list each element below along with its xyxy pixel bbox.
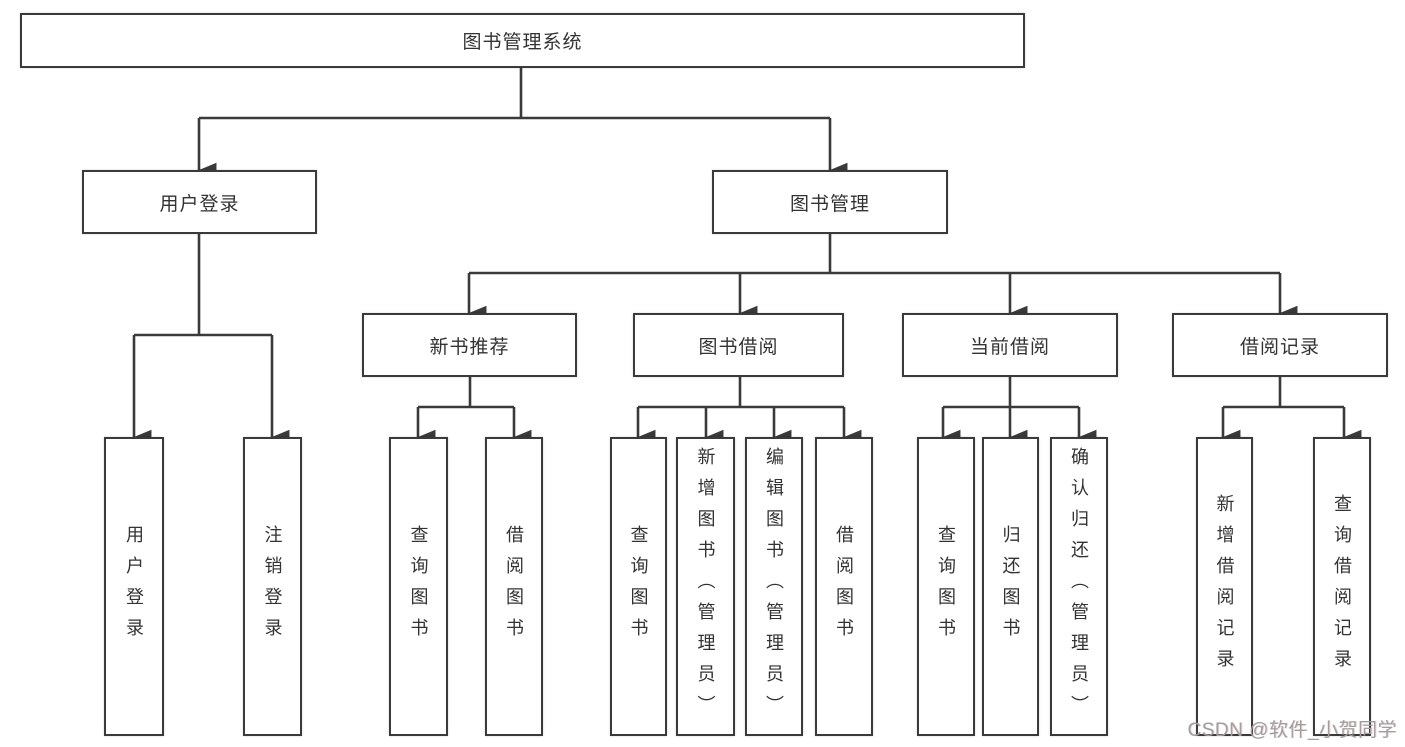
node-logout-action: 注销登录 — [243, 437, 302, 736]
node-add-books-admin: 新增图书（管理员） — [676, 437, 735, 736]
node-borrow-books-recommend: 借阅图书 — [485, 437, 543, 736]
node-query-books-recommend: 查询图书 — [389, 437, 448, 736]
node-return-books: 归还图书 — [982, 437, 1039, 736]
node-book-borrowing-label: 图书借阅 — [698, 336, 779, 358]
node-new-book-recommend: 新书推荐 — [362, 313, 577, 377]
node-borrow-books-recommend-label: 借阅图书 — [504, 524, 524, 649]
connector-arrows — [132, 118, 1362, 445]
node-user-login: 用户登录 — [82, 170, 317, 234]
node-add-books-admin-label: 新增图书（管理员） — [695, 447, 716, 726]
node-current-borrowing-label: 当前借阅 — [969, 336, 1050, 358]
node-return-books-label: 归还图书 — [1000, 524, 1021, 649]
node-borrowing-records-label: 借阅记录 — [1239, 336, 1320, 358]
node-logout-action-label: 注销登录 — [262, 524, 283, 649]
node-query-books-current: 查询图书 — [917, 437, 975, 736]
node-confirm-return-admin-label: 确认归还（管理员） — [1069, 447, 1089, 726]
node-query-books-recommend-label: 查询图书 — [408, 524, 429, 649]
node-new-book-recommend-label: 新书推荐 — [429, 336, 510, 358]
node-edit-books-admin-label: 编辑图书（管理员） — [764, 447, 784, 726]
node-user-login-action-label: 用户登录 — [124, 524, 144, 649]
node-add-borrow-record-label: 新增借阅记录 — [1214, 493, 1235, 680]
node-book-management: 图书管理 — [712, 170, 948, 234]
node-user-login-label: 用户登录 — [159, 193, 240, 215]
node-query-books-current-label: 查询图书 — [936, 524, 956, 649]
node-user-login-action: 用户登录 — [104, 437, 164, 736]
node-book-management-label: 图书管理 — [789, 193, 870, 215]
node-query-books-borrow-label: 查询图书 — [628, 524, 649, 649]
node-root-label: 图书管理系统 — [462, 32, 583, 53]
node-edit-books-admin: 编辑图书（管理员） — [745, 437, 803, 736]
node-book-borrowing: 图书借阅 — [633, 313, 844, 377]
node-query-borrow-record-label: 查询借阅记录 — [1332, 493, 1352, 680]
node-borrow-books-action: 借阅图书 — [815, 437, 873, 736]
node-current-borrowing: 当前借阅 — [902, 313, 1118, 377]
node-query-borrow-record: 查询借阅记录 — [1313, 437, 1371, 736]
node-borrow-books-action-label: 借阅图书 — [834, 524, 854, 649]
node-borrowing-records: 借阅记录 — [1172, 313, 1388, 377]
node-add-borrow-record: 新增借阅记录 — [1196, 437, 1253, 736]
csdn-watermark: CSDN @软件_小贺同学 — [1187, 720, 1397, 741]
node-root: 图书管理系统 — [20, 13, 1025, 68]
node-query-books-borrow: 查询图书 — [610, 437, 667, 736]
node-confirm-return-admin: 确认归还（管理员） — [1050, 437, 1108, 736]
